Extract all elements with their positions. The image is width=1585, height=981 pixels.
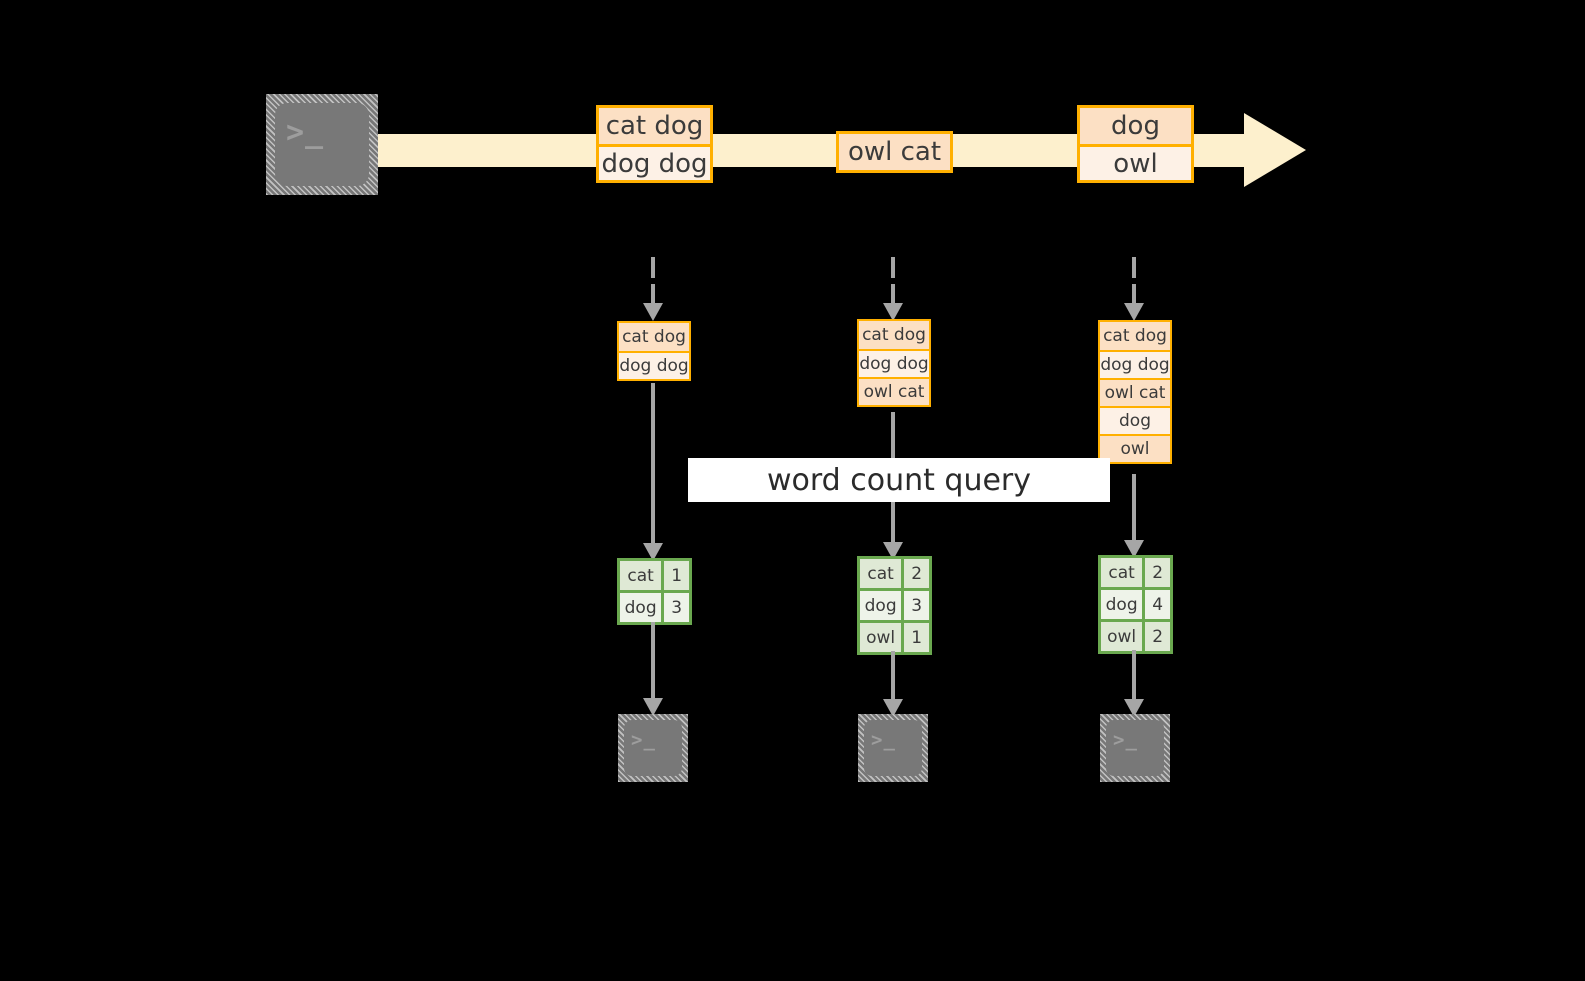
stream-line: dog bbox=[1080, 108, 1191, 144]
count-cell: 4 bbox=[1145, 590, 1170, 619]
dashed-segment bbox=[891, 257, 895, 278]
arrow-head bbox=[1124, 303, 1144, 321]
result-table-1: cat 1 dog 3 bbox=[617, 558, 692, 625]
arrow-shaft bbox=[651, 284, 655, 303]
arrow-head bbox=[883, 542, 903, 560]
word-cell: cat bbox=[860, 559, 905, 588]
arrow-head bbox=[643, 543, 663, 561]
stream-line: dog dog bbox=[599, 144, 710, 180]
terminal-prompt-glyph: >_ bbox=[1113, 729, 1138, 751]
dashed-segment bbox=[651, 257, 655, 278]
arrow-head bbox=[1124, 540, 1144, 558]
count-cell: 3 bbox=[904, 591, 929, 620]
table-row: cat 2 bbox=[860, 559, 929, 588]
arrow-head bbox=[643, 303, 663, 321]
word-cell: dog bbox=[1101, 590, 1146, 619]
word-cell: cat bbox=[620, 561, 665, 590]
accumulated-line: cat dog bbox=[859, 321, 929, 349]
accumulated-line: owl cat bbox=[1100, 378, 1170, 406]
arrow-head bbox=[883, 699, 903, 717]
terminal-screen bbox=[864, 720, 922, 776]
accumulated-input-2: cat dog dog dog owl cat bbox=[857, 319, 931, 407]
count-cell: 2 bbox=[904, 559, 929, 588]
sink-terminal-icon-2: >_ bbox=[858, 714, 928, 782]
accumulated-line: owl cat bbox=[859, 377, 929, 405]
stream-line: owl cat bbox=[839, 134, 950, 170]
table-row: owl 1 bbox=[860, 620, 929, 652]
accumulated-line: owl bbox=[1100, 434, 1170, 462]
accumulated-line: cat dog bbox=[1100, 322, 1170, 350]
dashed-segment bbox=[1132, 257, 1136, 278]
word-cell: owl bbox=[860, 623, 905, 652]
terminal-screen bbox=[275, 103, 369, 186]
count-cell: 3 bbox=[664, 593, 689, 622]
result-table-2: cat 2 dog 3 owl 1 bbox=[857, 556, 932, 655]
terminal-prompt-glyph: >_ bbox=[871, 729, 896, 751]
arrow-head bbox=[1124, 699, 1144, 717]
count-cell: 1 bbox=[664, 561, 689, 590]
stream-line: cat dog bbox=[599, 108, 710, 144]
stream-batch-2: owl cat bbox=[836, 131, 953, 173]
input-stream-arrowhead bbox=[1244, 113, 1306, 187]
count-cell: 2 bbox=[1145, 622, 1170, 651]
arrow-shaft bbox=[891, 284, 895, 303]
stream-batch-3: dog owl bbox=[1077, 105, 1194, 183]
terminal-screen bbox=[1106, 720, 1164, 776]
sink-terminal-icon-3: >_ bbox=[1100, 714, 1170, 782]
table-row: cat 1 bbox=[620, 561, 689, 590]
query-label-text: word count query bbox=[766, 462, 1032, 498]
count-cell: 2 bbox=[1145, 558, 1170, 587]
terminal-screen bbox=[624, 720, 682, 776]
table-row: cat 2 bbox=[1101, 558, 1170, 587]
word-cell: owl bbox=[1101, 622, 1146, 651]
sink-terminal-icon-1: >_ bbox=[618, 714, 688, 782]
word-cell: cat bbox=[1101, 558, 1146, 587]
accumulated-input-1: cat dog dog dog bbox=[617, 321, 691, 381]
stream-line: owl bbox=[1080, 144, 1191, 180]
accumulated-input-3: cat dog dog dog owl cat dog owl bbox=[1098, 320, 1172, 464]
table-row: dog 3 bbox=[860, 588, 929, 620]
arrow-shaft bbox=[651, 383, 655, 543]
accumulated-line: dog dog bbox=[619, 351, 689, 379]
arrow-shaft bbox=[651, 622, 655, 698]
result-table-3: cat 2 dog 4 owl 2 bbox=[1098, 555, 1173, 654]
table-row: owl 2 bbox=[1101, 619, 1170, 651]
word-cell: dog bbox=[620, 593, 665, 622]
terminal-prompt-glyph: >_ bbox=[631, 729, 656, 751]
arrow-shaft bbox=[891, 651, 895, 699]
table-row: dog 4 bbox=[1101, 587, 1170, 619]
arrow-shaft bbox=[1132, 284, 1136, 303]
accumulated-line: dog bbox=[1100, 406, 1170, 434]
query-label-band: word count query bbox=[688, 458, 1110, 502]
table-row: dog 3 bbox=[620, 590, 689, 622]
arrow-head bbox=[883, 303, 903, 321]
arrow-shaft bbox=[1132, 650, 1136, 699]
count-cell: 1 bbox=[904, 623, 929, 652]
accumulated-line: cat dog bbox=[619, 323, 689, 351]
word-cell: dog bbox=[860, 591, 905, 620]
source-terminal-icon: >_ bbox=[266, 94, 378, 195]
accumulated-line: dog dog bbox=[859, 349, 929, 377]
accumulated-line: dog dog bbox=[1100, 350, 1170, 378]
arrow-shaft bbox=[1132, 474, 1136, 540]
stream-batch-1: cat dog dog dog bbox=[596, 105, 713, 183]
terminal-prompt-glyph: >_ bbox=[286, 115, 325, 150]
arrow-head bbox=[643, 698, 663, 716]
